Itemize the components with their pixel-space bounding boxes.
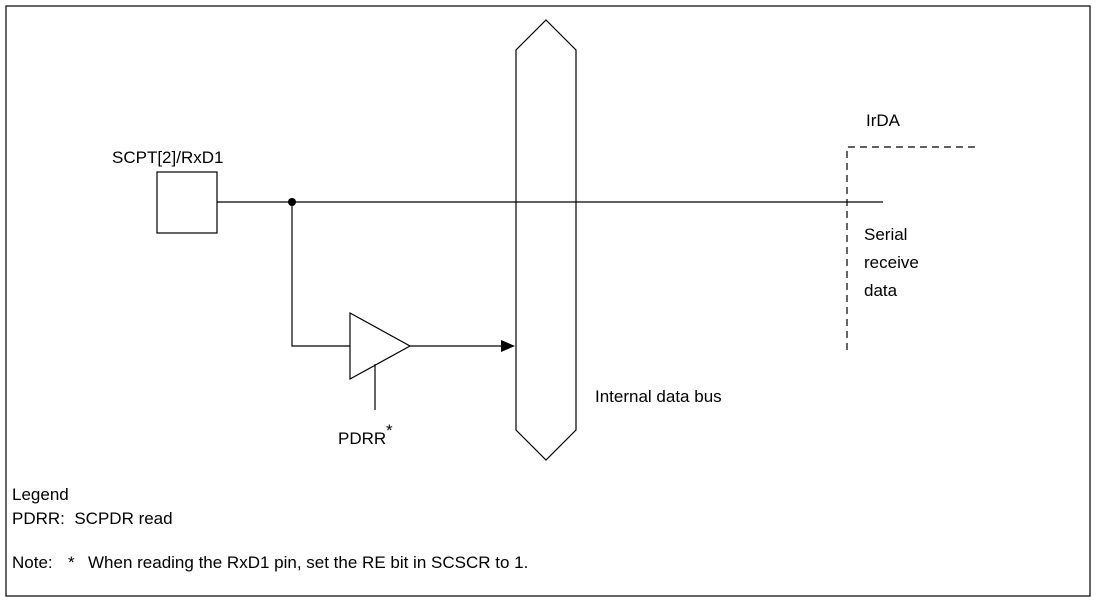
- legend-title: Legend: [12, 485, 69, 504]
- legend-entry: PDRR: SCPDR read: [12, 509, 173, 528]
- arrow-head: [501, 340, 515, 352]
- internal-data-bus: [515, 19, 577, 461]
- figure-frame: [5, 5, 1091, 597]
- note-text: When reading the RxD1 pin, set the RE bi…: [88, 553, 528, 572]
- buffer-triangle: [349, 311, 412, 381]
- serial-label-line2: receive: [864, 253, 919, 272]
- irda-dashed-boundary: [846, 146, 975, 350]
- irda-label: IrDA: [866, 111, 901, 130]
- pin-label: SCPT[2]/RxD1: [112, 148, 223, 167]
- pin-box: [156, 171, 218, 234]
- pdrr-asterisk: *: [386, 421, 393, 440]
- serial-label-line1: Serial: [864, 225, 907, 244]
- note-prefix: Note:: [12, 553, 53, 572]
- serial-label-line3: data: [864, 281, 898, 300]
- note-asterisk: *: [68, 553, 75, 572]
- branch-line: [291, 202, 350, 347]
- pdrr-label: PDRR: [338, 429, 386, 448]
- bus-label: Internal data bus: [595, 387, 722, 406]
